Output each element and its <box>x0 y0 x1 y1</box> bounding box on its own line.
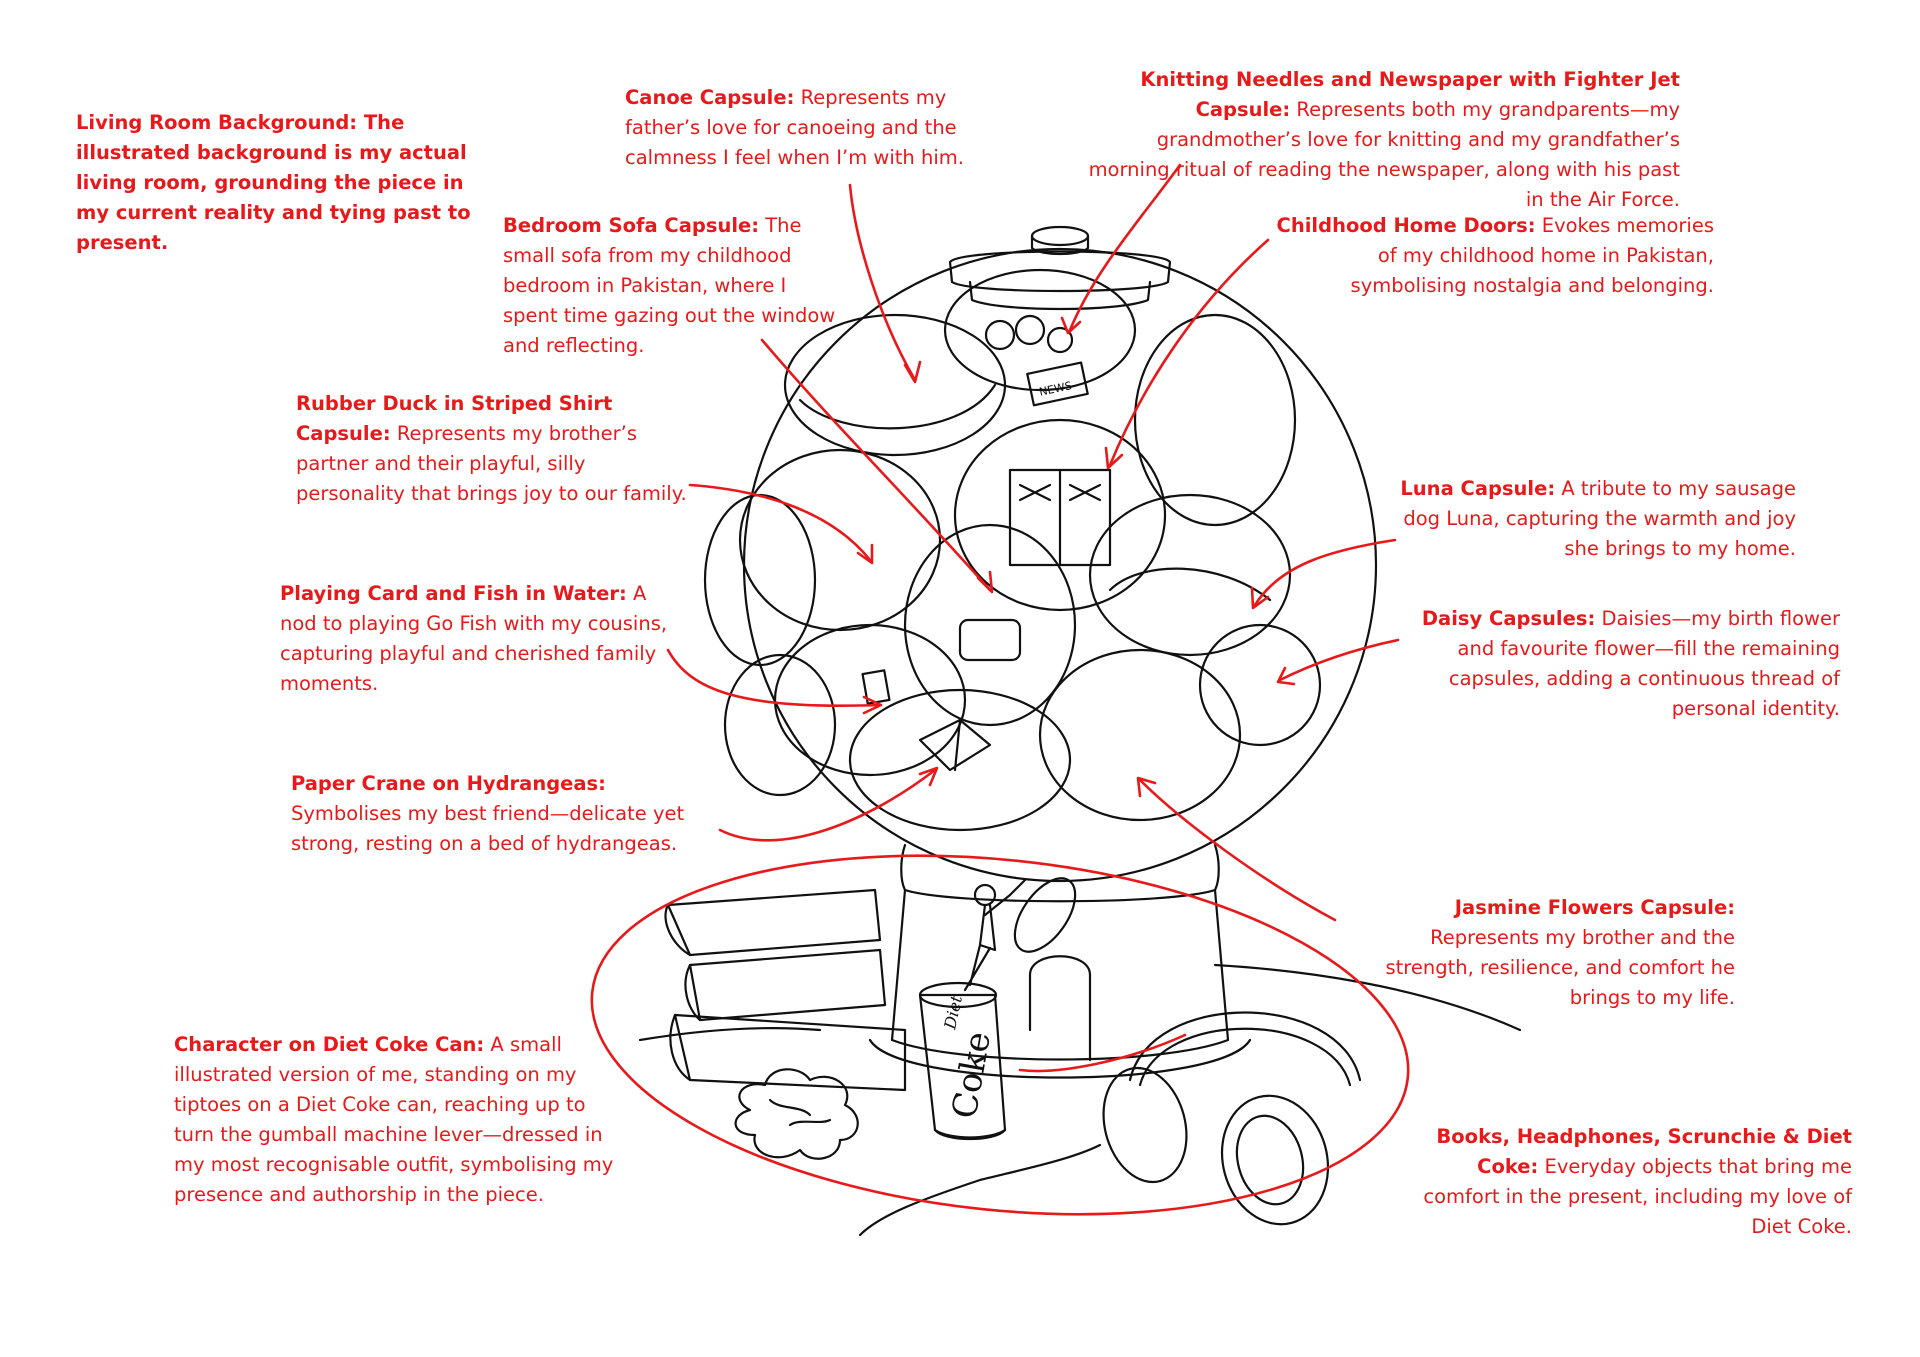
annotation-knitting-body: Represents both my grandparents—my grand… <box>1088 98 1680 211</box>
annotation-knitting: Knitting Needles and Newspaper with Figh… <box>1080 65 1680 215</box>
annotation-doors-title: Childhood Home Doors: <box>1276 214 1536 237</box>
capsule-cards <box>773 623 967 777</box>
arrow-knitting <box>1068 163 1182 332</box>
capsule-daisy-left <box>703 493 817 667</box>
newspaper-text: NEWS <box>1038 379 1073 399</box>
arrow-character <box>1018 1033 1187 1073</box>
base-bottom <box>868 1038 1252 1079</box>
headphones-right-cup <box>1220 1094 1330 1226</box>
annotation-sofa-title: Bedroom Sofa Capsule: <box>503 214 760 237</box>
arrow-sofa <box>760 338 992 592</box>
annotation-character-title: Character on Diet Coke Can: <box>174 1033 485 1056</box>
annotation-living-room-text: Living Room Background: The illustrated … <box>76 111 471 254</box>
book-bottom <box>673 1013 907 1092</box>
capsule-daisy-right <box>1198 623 1322 747</box>
book-top <box>666 888 882 957</box>
annotation-jasmine-title: Jasmine Flowers Capsule: <box>1454 896 1735 919</box>
arrow-duck <box>688 483 872 562</box>
annotation-objects-body: Everyday objects that bring me comfort i… <box>1423 1155 1852 1238</box>
arrow-cards <box>666 648 882 708</box>
lever <box>1013 877 1077 953</box>
headphones-left-cup <box>1102 1066 1188 1184</box>
capsule-daisy-low-left <box>723 653 837 797</box>
arrow-luna <box>1253 538 1397 607</box>
annotation-duck-title: Rubber Duck in Striped Shirt Capsule: <box>296 392 613 445</box>
annotation-crane-title: Paper Crane on Hydrangeas: <box>291 772 606 795</box>
coin-slot <box>1028 955 1092 1062</box>
annotation-jasmine-body: Represents my brother and the strength, … <box>1385 926 1735 1009</box>
objects-circle <box>590 854 1410 1216</box>
annotation-doors: Childhood Home Doors: Evokes memories of… <box>1270 211 1714 301</box>
capsule-crane <box>848 688 1072 832</box>
annotation-canoe-title: Canoe Capsule: <box>625 86 795 109</box>
annotation-objects: Books, Headphones, Scrunchie & Diet Coke… <box>1400 1122 1852 1242</box>
arrow-jasmine <box>1138 778 1337 922</box>
newspaper <box>1026 361 1089 407</box>
scrunchie <box>734 1068 859 1160</box>
arrow-doors <box>1108 238 1270 467</box>
annotation-doors-body: Evokes memories of my childhood home in … <box>1350 214 1714 297</box>
character-head <box>973 883 997 907</box>
character-body <box>963 878 1027 992</box>
annotation-cards: Playing Card and Fish in Water: A nod to… <box>280 579 675 699</box>
book-middle <box>688 948 887 1022</box>
annotation-luna-title: Luna Capsule: <box>1400 477 1556 500</box>
annotation-luna-body: A tribute to my sausage dog Luna, captur… <box>1403 477 1796 560</box>
floor-line-left <box>638 1026 822 1042</box>
capsule-luna <box>1088 493 1292 657</box>
annotation-cards-body: A nod to playing Go Fish with my cousins… <box>280 582 668 695</box>
annotation-character-body: A small illustrated version of me, stand… <box>174 1033 614 1206</box>
capsule-doors <box>953 418 1167 612</box>
can-text-top: Diet <box>940 993 966 1032</box>
annotation-cards-title: Playing Card and Fish in Water: <box>280 582 627 605</box>
annotation-duck-body: Represents my brother’s partner and thei… <box>296 422 687 505</box>
capsule-knitting <box>943 268 1137 392</box>
annotation-daisy-body: Daisies—my birth flower and favourite fl… <box>1448 607 1840 720</box>
annotation-crane-body: Symbolises my best friend—delicate yet s… <box>291 802 685 855</box>
arrow-crane <box>718 768 937 842</box>
annotation-canoe-body: Represents my father’s love for canoeing… <box>625 86 964 169</box>
annotation-character: Character on Diet Coke Can: A small illu… <box>174 1030 619 1210</box>
can-text-main: Coke <box>944 1029 999 1122</box>
base-neck <box>900 843 1220 903</box>
capsule-sofa <box>903 523 1077 727</box>
annotation-canoe: Canoe Capsule: Represents my father’s lo… <box>625 83 1025 173</box>
capsule-jasmine <box>1038 648 1242 822</box>
playing-card <box>861 669 891 705</box>
annotation-duck: Rubber Duck in Striped Shirt Capsule: Re… <box>296 389 696 509</box>
annotation-luna: Luna Capsule: A tribute to my sausage do… <box>1380 474 1796 564</box>
arrow-canoe <box>848 183 917 382</box>
annotation-living-room: Living Room Background: The illustrated … <box>76 108 496 258</box>
paper-crane <box>918 718 992 772</box>
arrow-daisy <box>1278 638 1400 682</box>
annotation-knitting-title: Knitting Needles and Newspaper with Figh… <box>1140 68 1680 121</box>
annotation-jasmine: Jasmine Flowers Capsule: Represents my b… <box>1340 893 1735 1013</box>
annotation-sofa: Bedroom Sofa Capsule: The small sofa fro… <box>503 211 843 361</box>
annotation-daisy-title: Daisy Capsules: <box>1421 607 1596 630</box>
lid-knob <box>1030 225 1090 247</box>
headphones-cable <box>858 1143 1102 1237</box>
base-body <box>890 888 1230 1061</box>
floor-line <box>1213 963 1522 1032</box>
capsule-duck <box>738 448 942 632</box>
capsule-daisy-top-right <box>1133 313 1297 527</box>
annotation-sofa-body: The small sofa from my childhood bedroom… <box>503 214 836 357</box>
annotation-crane: Paper Crane on Hydrangeas: Symbolises my… <box>291 769 716 859</box>
annotation-objects-title: Books, Headphones, Scrunchie & Diet Coke… <box>1436 1125 1852 1178</box>
annotation-daisy: Daisy Capsules: Daisies—my birth flower … <box>1416 604 1840 724</box>
